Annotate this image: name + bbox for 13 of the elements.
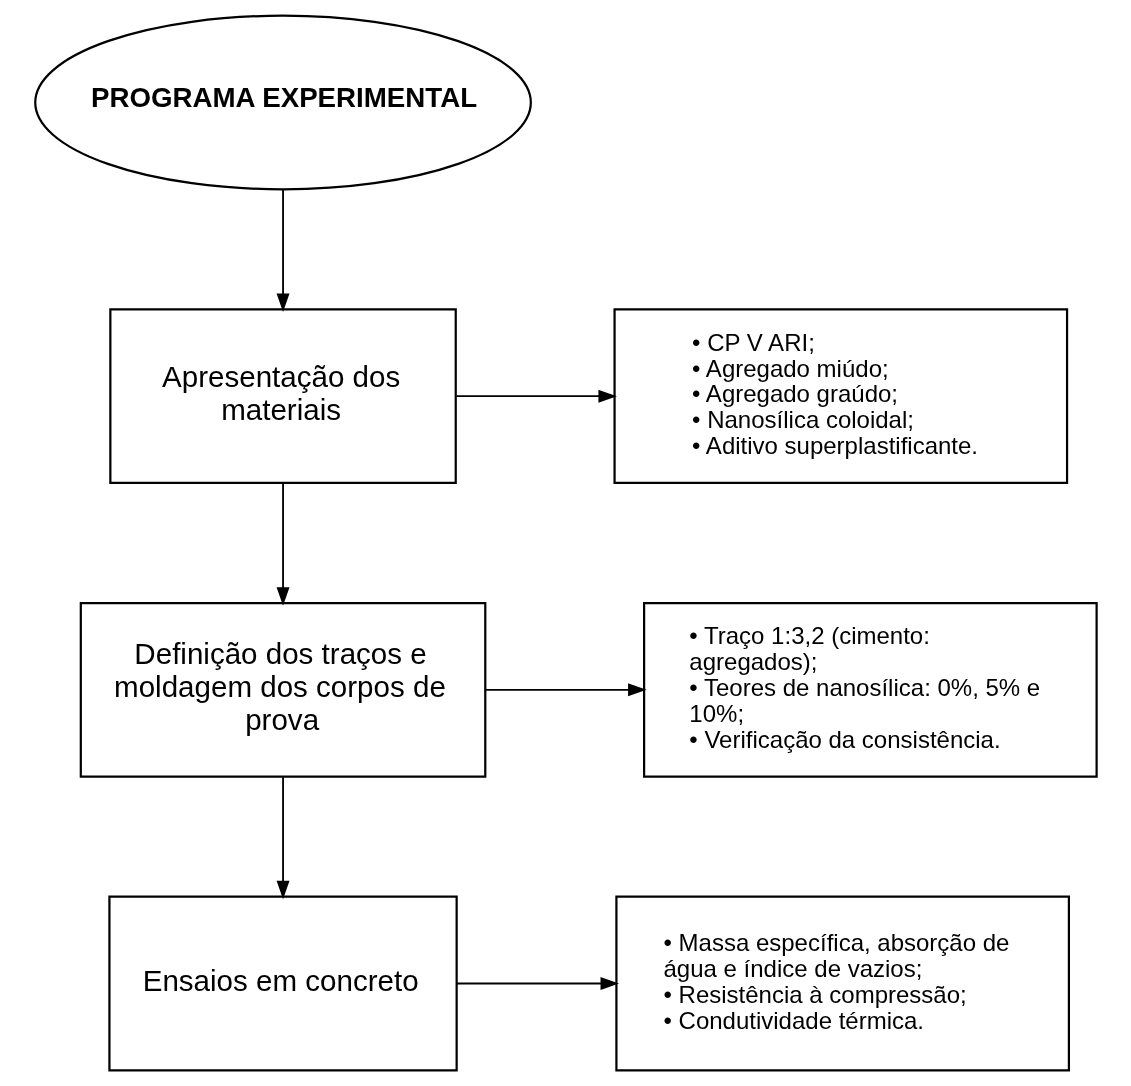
arrow xyxy=(276,188,289,312)
node-box: Apresentação dos materiais xyxy=(108,308,457,485)
node-box: • Massa específica, absorção de água e índice de vazios; • Resistência à compressão; • Condutividade térmica. xyxy=(614,895,1070,1072)
arrow xyxy=(455,389,617,403)
node-box: • CP V ARI; • Agregado miúdo; • Agregado graúdo; • Nanosílica coloidal; • Aditivo superplastificante. xyxy=(612,308,1068,485)
node-box: Definição dos traços e moldagem dos corpos de prova xyxy=(79,601,486,778)
arrow xyxy=(276,482,289,606)
node-ellipse: PROGRAMA EXPERIMENTAL xyxy=(33,14,532,191)
node-box: • Traço 1:3,2 (cimento: agregados); • Teores de nanosílica: 0%, 5% e 10%; • Verificação da consistência. xyxy=(642,601,1098,778)
arrow xyxy=(455,977,619,990)
arrow xyxy=(276,776,289,900)
node-box: Ensaios em concreto xyxy=(107,895,458,1072)
arrow xyxy=(484,683,647,697)
